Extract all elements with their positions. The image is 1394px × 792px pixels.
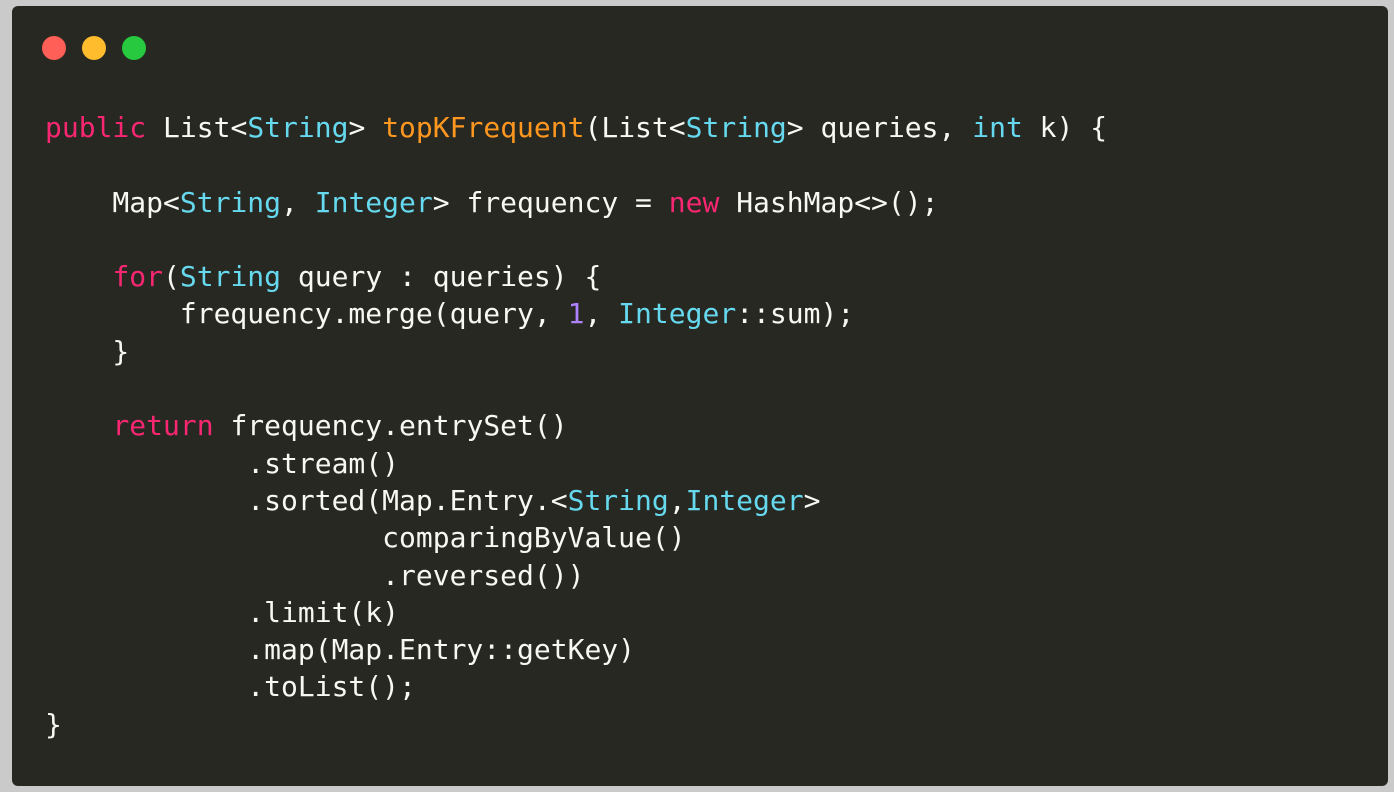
- zoom-button[interactable]: [122, 36, 146, 60]
- code-line: [45, 146, 1107, 183]
- minimize-button[interactable]: [82, 36, 106, 60]
- code-token: return: [112, 409, 214, 443]
- code-token: String: [179, 260, 282, 294]
- code-line: .map(Map.Entry::getKey): [45, 631, 1107, 668]
- code-token: k) {: [1022, 111, 1108, 144]
- code-token: HashMap<>();: [719, 185, 939, 219]
- code-line: for(String query : queries) {: [45, 258, 1107, 295]
- code-token: ::sum);: [736, 297, 855, 331]
- code-token: String: [247, 111, 349, 144]
- code-token: frequency.entrySet(): [213, 409, 568, 443]
- code-token: .stream(): [45, 446, 400, 480]
- code-token: ,: [584, 297, 619, 331]
- code-token: > frequency =: [432, 185, 669, 219]
- code-token: (: [163, 260, 180, 294]
- code-line: frequency.merge(query, 1, Integer::sum);: [45, 295, 1107, 332]
- code-token: List<: [146, 111, 248, 144]
- code-line: .reversed()): [45, 557, 1107, 594]
- code-token: String: [179, 185, 282, 219]
- code-token: .sorted(Map.Entry.<: [45, 483, 568, 517]
- code-line: .sorted(Map.Entry.<String,Integer>: [45, 482, 1107, 519]
- code-token: [45, 260, 112, 293]
- code-token: query : queries) {: [281, 260, 602, 294]
- code-line: public List<String> topKFrequent(List<St…: [45, 109, 1107, 146]
- code-token: for: [112, 260, 164, 294]
- code-line: comparingByValue(): [45, 519, 1107, 556]
- code-line: .stream(): [45, 445, 1107, 482]
- code-token: Integer: [685, 483, 804, 517]
- code-line: }: [45, 706, 1107, 743]
- code-line: [45, 221, 1107, 258]
- code-block: public List<String> topKFrequent(List<St…: [45, 109, 1107, 743]
- code-token: comparingByValue(): [45, 521, 686, 555]
- code-token: .toList();: [45, 670, 416, 704]
- code-token: topKFrequent: [382, 111, 585, 144]
- code-line: [45, 370, 1107, 407]
- code-token: ,: [281, 185, 315, 219]
- code-line: return frequency.entrySet(): [45, 407, 1107, 444]
- code-token: > queries,: [786, 111, 973, 144]
- code-token: Integer: [618, 297, 737, 331]
- code-token: .limit(k): [45, 595, 400, 629]
- code-token: }: [45, 707, 62, 741]
- traffic-lights: [42, 36, 146, 60]
- code-token: String: [567, 483, 669, 517]
- close-button[interactable]: [42, 36, 66, 60]
- code-line: .toList();: [45, 668, 1107, 705]
- code-token: (List<: [584, 111, 686, 144]
- code-token: public: [45, 111, 147, 144]
- code-line: }: [45, 333, 1107, 370]
- code-token: }: [45, 334, 130, 368]
- code-window: public List<String> topKFrequent(List<St…: [12, 6, 1388, 786]
- code-token: Integer: [314, 185, 433, 219]
- code-token: int: [972, 111, 1023, 144]
- code-token: new: [668, 185, 720, 219]
- code-token: String: [685, 111, 787, 144]
- code-line: .limit(k): [45, 594, 1107, 631]
- code-token: frequency.merge(query,: [45, 297, 568, 331]
- code-token: >: [348, 111, 383, 144]
- code-token: >: [803, 483, 821, 517]
- code-token: 1: [567, 297, 585, 331]
- code-token: .reversed()): [45, 558, 585, 592]
- code-token: Map<: [45, 185, 180, 219]
- code-token: [45, 409, 112, 442]
- code-token: ,: [668, 483, 686, 517]
- code-token: .map(Map.Entry::getKey): [45, 633, 636, 667]
- code-line: Map<String, Integer> frequency = new Has…: [45, 184, 1107, 221]
